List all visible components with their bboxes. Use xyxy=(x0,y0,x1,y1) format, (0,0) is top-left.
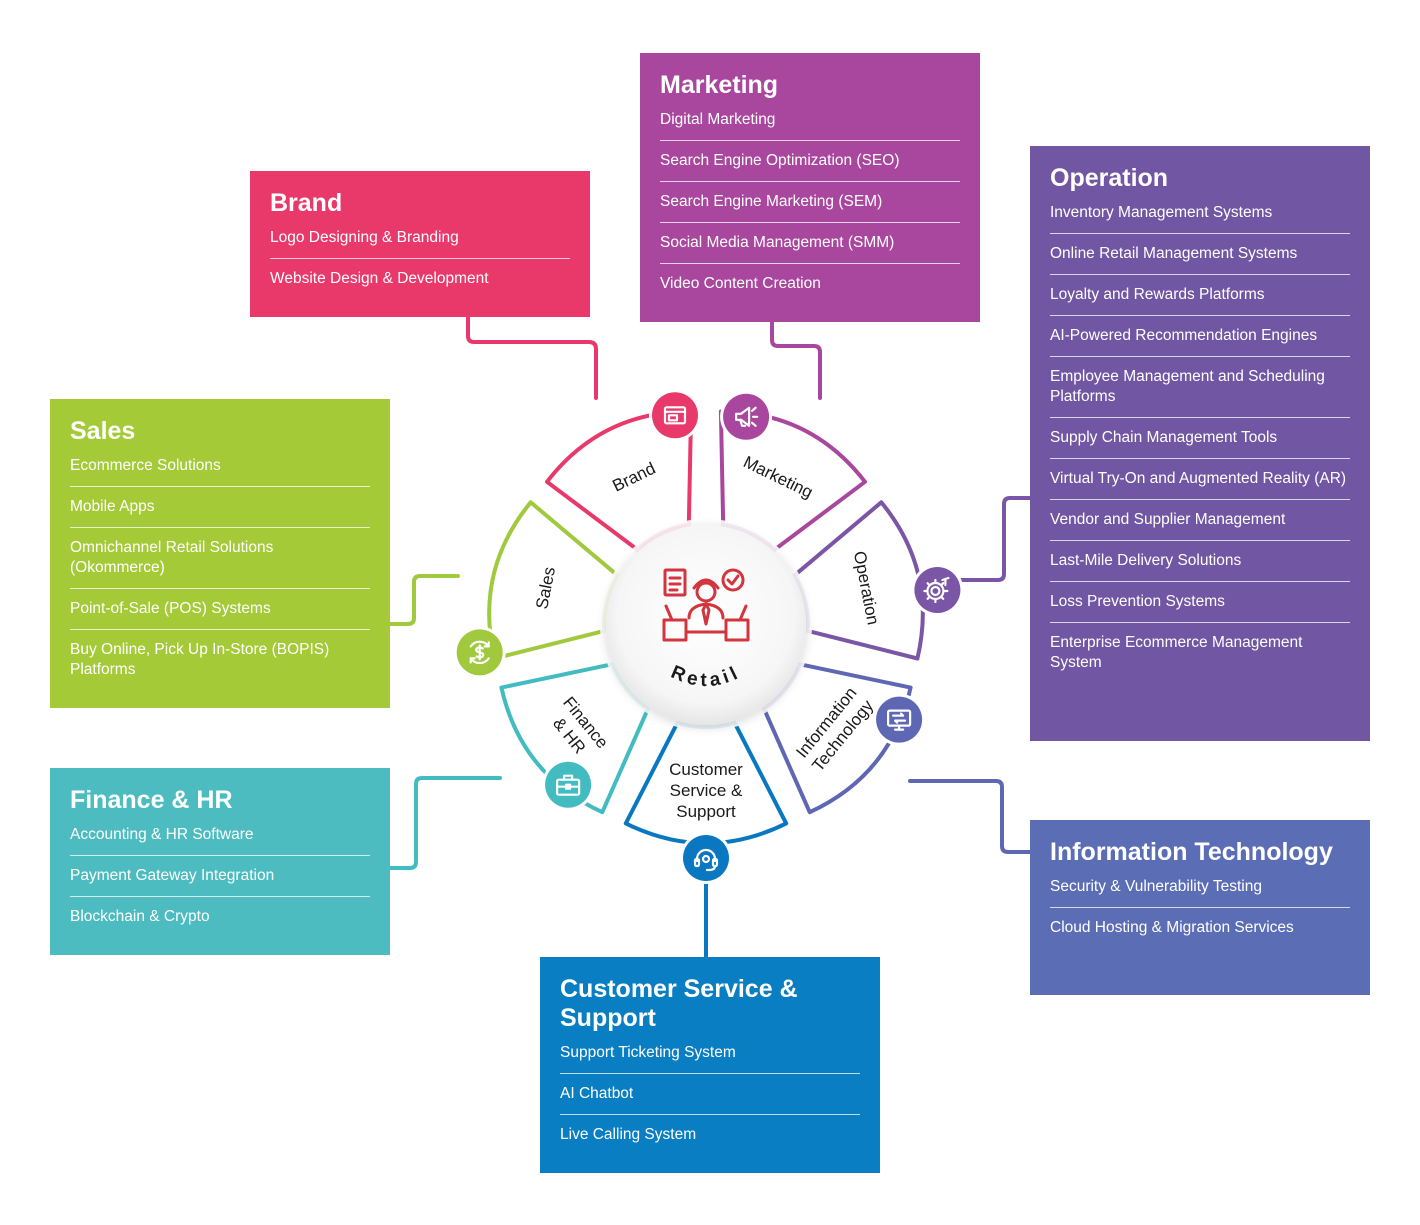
connector-operation xyxy=(958,496,1032,582)
petal-label-line: Support xyxy=(676,802,736,821)
cs-service-item: AI Chatbot xyxy=(560,1074,860,1115)
retail-person-icon xyxy=(662,568,750,642)
retail-hub: Retail xyxy=(600,519,812,731)
sales-service-item: Buy Online, Pick Up In-Store (BOPIS) Pla… xyxy=(70,641,330,678)
sales-box-title: Sales xyxy=(70,417,136,445)
gear-cog-icon xyxy=(911,564,964,616)
sector-finance: Finance& HR xyxy=(499,658,659,815)
marketing-service-item: Digital Marketing xyxy=(660,110,960,141)
operation-service-item: Enterprise Ecommerce Management System xyxy=(1050,634,1303,671)
it-box-title: Information Technology xyxy=(1050,838,1333,866)
marketing-service-item: Video Content Creation xyxy=(660,275,821,292)
it-service-item: Cloud Hosting & Migration Services xyxy=(1050,919,1294,936)
connector-brand xyxy=(466,316,598,400)
operation-service-item: Loss Prevention Systems xyxy=(1050,582,1350,623)
dollar-cycle-icon xyxy=(453,626,506,679)
brand-box-title: Brand xyxy=(270,189,343,217)
cs-box: Customer Service & Support Support Ticke… xyxy=(540,957,880,1173)
operation-service-item: Inventory Management Systems xyxy=(1050,203,1350,234)
sales-service-item: Ecommerce Solutions xyxy=(70,456,370,487)
brand-service-item: Website Design & Development xyxy=(270,270,489,287)
connector-sales xyxy=(388,574,460,626)
petal-label-line: Service & xyxy=(670,781,743,800)
petal-label-line: Customer xyxy=(669,760,743,779)
connector-marketing xyxy=(770,321,822,400)
operation-service-item: Virtual Try-On and Augmented Reality (AR… xyxy=(1050,459,1350,500)
cs-service-item: Support Ticketing System xyxy=(560,1043,860,1074)
marketing-service-item: Search Engine Optimization (SEO) xyxy=(660,141,960,182)
marketing-service-item: Search Engine Marketing (SEM) xyxy=(660,182,960,223)
cs-service-item: Live Calling System xyxy=(560,1126,697,1143)
connector-it xyxy=(908,779,1032,854)
operation-service-item: Vendor and Supplier Management xyxy=(1050,500,1350,541)
it-box: Information Technology Security & Vulner… xyxy=(1030,820,1370,995)
operation-service-item: Employee Management and Scheduling Platf… xyxy=(1050,357,1350,418)
operation-service-item: Online Retail Management Systems xyxy=(1050,234,1350,275)
briefcase-icon xyxy=(542,758,595,811)
sector-it: InformationTechnology xyxy=(753,658,926,815)
browser-window-icon xyxy=(649,389,701,442)
operation-box-title: Operation xyxy=(1050,164,1169,192)
connector-finance xyxy=(388,776,502,870)
it-service-item: Security & Vulnerability Testing xyxy=(1050,877,1350,908)
headset-icon xyxy=(680,832,732,884)
megaphone-icon xyxy=(720,390,773,443)
cs-box-title: Customer Service & Support xyxy=(560,975,798,1032)
finance-service-item: Blockchain & Crypto xyxy=(70,908,210,925)
operation-service-item: Loyalty and Rewards Platforms xyxy=(1050,275,1350,316)
finance-box-title: Finance & HR xyxy=(70,786,233,814)
sales-service-item: Mobile Apps xyxy=(70,487,370,528)
operation-service-item: AI-Powered Recommendation Engines xyxy=(1050,316,1350,357)
brand-service-item: Logo Designing & Branding xyxy=(270,228,570,259)
operation-service-item: Last-Mile Delivery Solutions xyxy=(1050,541,1350,582)
monitor-icon xyxy=(873,693,926,746)
finance-service-item: Payment Gateway Integration xyxy=(70,856,370,897)
sector-sales: Sales xyxy=(453,500,634,679)
operation-service-item: Supply Chain Management Tools xyxy=(1050,418,1350,459)
sales-service-item: Omnichannel Retail Solutions (Okommerce) xyxy=(70,528,370,589)
marketing-service-item: Social Media Management (SMM) xyxy=(660,223,960,264)
petal-finance xyxy=(499,658,659,815)
finance-service-item: Accounting & HR Software xyxy=(70,825,370,856)
sales-service-item: Point-of-Sale (POS) Systems xyxy=(70,589,370,630)
marketing-box-title: Marketing xyxy=(660,71,779,99)
